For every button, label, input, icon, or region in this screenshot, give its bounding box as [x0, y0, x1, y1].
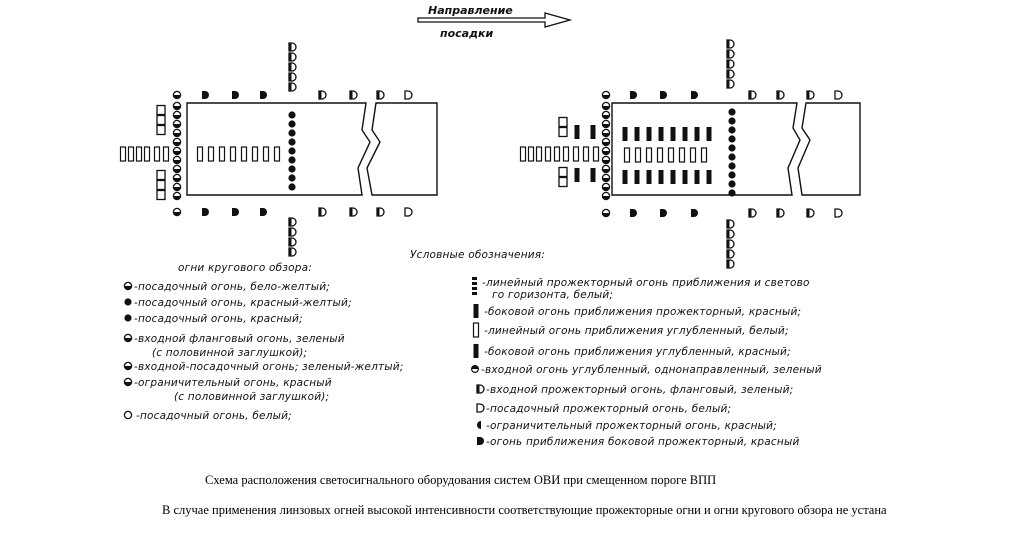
landing-direction-arrow: Направление посадки — [417, 4, 573, 40]
right-cross-bar-bottom — [726, 219, 735, 269]
legend-left: огни кругового обзора: -посадочный огонь… — [123, 262, 404, 422]
left-approach-lights — [119, 104, 170, 201]
legend-left-item-6-note: (с половинной заглушкой); — [174, 391, 329, 403]
legend-left-item-1: -посадочный огонь, бело-желтый; — [134, 281, 330, 293]
left-bottom-edge-lights — [172, 207, 413, 217]
legend-right-item-1-cont: го горизонта, белый; — [492, 289, 613, 301]
right-cross-bar-top — [726, 39, 735, 89]
right-approach-lights — [519, 116, 600, 188]
legend-left-item-3: -посадочный огонь, красный; — [134, 313, 303, 325]
legend-right-item-7: -посадочный прожекторный огонь, белый; — [486, 403, 731, 415]
runway-scheme-left — [119, 42, 438, 257]
right-bottom-edge-lights — [601, 208, 843, 218]
right-displaced-threshold-lights — [728, 108, 736, 197]
direction-label-line1: Направление — [428, 4, 513, 17]
legend-right-heading: Условные обозначения: — [410, 249, 545, 261]
legend-right-item-2: -боковой огонь приближения прожекторный,… — [484, 306, 801, 318]
legend-right-item-9: -огонь приближения боковой прожекторный,… — [486, 436, 799, 448]
legend-right-item-1: -линейный прожекторный огонь приближения… — [482, 277, 810, 289]
left-threshold-lights — [172, 101, 182, 201]
legend-left-item-2: -посадочный огонь, красный-желтый; — [134, 297, 352, 309]
right-centerline-lights — [623, 147, 708, 163]
legend-right-item-6: -входной прожекторный огонь, фланговый, … — [486, 384, 793, 396]
legend-left-item-4-note: (с половинной заглушкой); — [152, 347, 307, 359]
legend-right: Условные обозначения: -линейный прожекто… — [410, 249, 822, 448]
legend-left-item-5: -входной-посадочный огонь; зеленый-желты… — [134, 361, 404, 373]
legend-right-item-8: -ограничительный прожекторный огонь, кра… — [486, 420, 777, 432]
right-threshold-lights — [601, 101, 611, 201]
legend-left-item-4: -входной фланговый огонь, зеленый — [134, 333, 345, 345]
legend-left-item-6: -ограничительный огонь, красный — [134, 377, 332, 389]
runway-scheme-right — [519, 39, 861, 269]
legend-right-item-3: -линейный огонь приближения углубленный,… — [484, 325, 789, 337]
legend-right-item-5: -входной огонь углубленный, однонаправле… — [481, 364, 822, 376]
direction-label-line2: посадки — [440, 27, 493, 40]
left-displaced-threshold-lights — [288, 111, 296, 191]
legend-left-item-7: -посадочный огонь, белый; — [136, 410, 292, 422]
left-cross-bar-bottom — [288, 217, 297, 257]
left-top-edge-lights — [172, 90, 413, 100]
right-top-edge-lights — [601, 90, 843, 100]
legend-right-item-4: -боковой огонь приближения углубленный, … — [484, 346, 791, 358]
left-centerline-lights — [196, 146, 281, 162]
legend-left-heading: огни кругового обзора: — [178, 262, 312, 274]
figure-note: В случае применения линзовых огней высок… — [162, 503, 887, 517]
runway-lighting-diagram: Направление посадки — [119, 4, 861, 448]
figure-caption: Схема расположения светосигнального обор… — [205, 473, 717, 487]
left-cross-bar-top — [288, 42, 297, 92]
